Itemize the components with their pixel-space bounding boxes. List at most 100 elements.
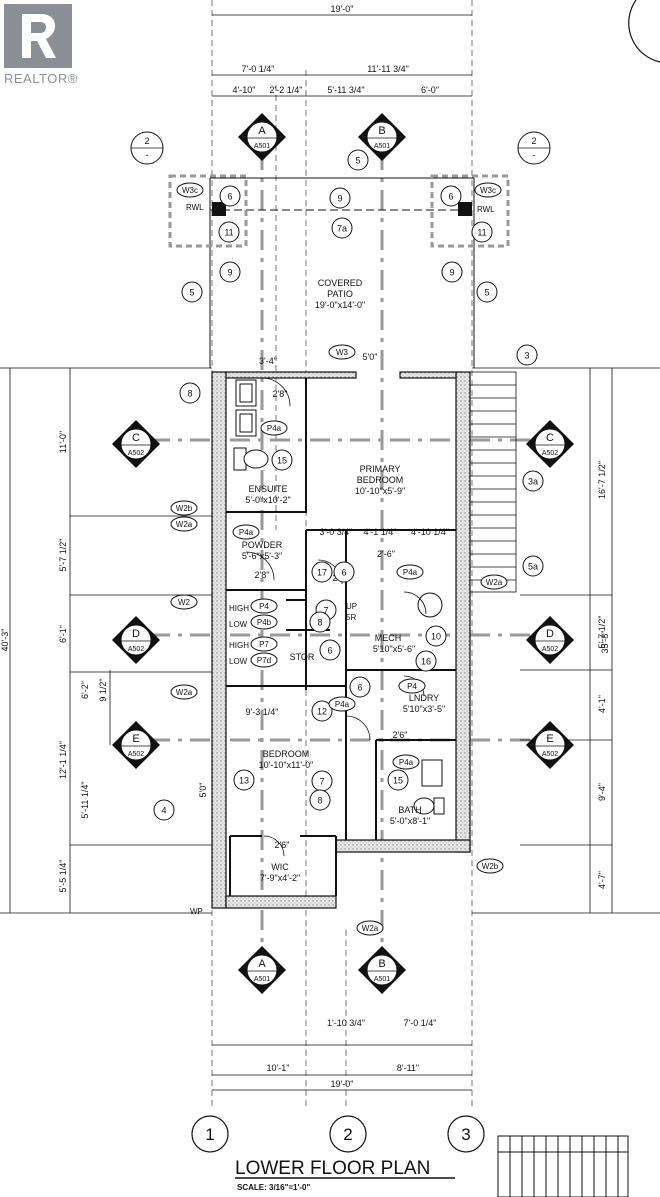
callout-circle <box>440 185 462 207</box>
tag-p4: P4 <box>398 678 426 694</box>
dim-int-3: 4'-10 1/4" <box>411 527 449 537</box>
dim-bottom-overall: 19'-0" <box>331 1079 354 1089</box>
section-marker-circle <box>246 121 278 153</box>
callout-number: 6 <box>327 646 332 656</box>
label-up: UP <box>346 602 357 611</box>
dim-right-1: 16'-7 1/2" <box>597 461 607 499</box>
tag-oval <box>476 858 504 874</box>
callout-circle <box>271 449 293 471</box>
label-high-1: HIGH <box>229 604 249 613</box>
section-marker-letter: E <box>546 733 553 745</box>
dim-int-5: 9'-3 1/4" <box>246 707 279 717</box>
callout-number: 7 <box>323 606 328 616</box>
tag-w3c: W3c <box>474 182 502 198</box>
callout-number: 8 <box>187 389 192 399</box>
dim-left-overall: 40'-3" <box>0 629 10 652</box>
callout-9: 9 <box>441 261 463 283</box>
dim-int-4: 2'-6" <box>377 549 395 559</box>
callout-6: 6 <box>333 561 355 583</box>
label-low-1: LOW <box>229 620 248 629</box>
tag-label: W2a <box>486 578 503 587</box>
callout-3a: 3a <box>522 470 544 492</box>
dim-right-overall: 35'-8" <box>600 631 610 654</box>
callout-5: 5 <box>476 281 498 303</box>
section-marker-letter: E <box>132 733 139 745</box>
dim-window-1: 5'0" <box>363 352 378 362</box>
callout-12: 12 <box>311 700 333 722</box>
bath-name: BATH <box>398 805 421 815</box>
tag-oval <box>480 574 508 590</box>
dim-bottom-left: 10'-1" <box>267 1063 290 1073</box>
callout-circle <box>522 470 544 492</box>
dim-int-2: 4'-1 1/4" <box>364 527 397 537</box>
callout-number: 17 <box>317 568 327 578</box>
dim-bottom-right: 8'-11" <box>397 1063 419 1073</box>
callout-circle <box>219 261 241 283</box>
callout-circle <box>233 769 255 791</box>
callout-circle <box>516 344 538 366</box>
callout-number: 6 <box>341 568 346 578</box>
dim-left-2: 5'-7 1/2" <box>58 539 68 572</box>
dim-right-3: 4'-1" <box>597 695 607 713</box>
callout-circle <box>415 650 437 672</box>
callout-3: 3 <box>516 344 538 366</box>
ensuite-name: ENSUITE <box>248 484 287 494</box>
tag-oval <box>260 420 288 436</box>
realtor-logo-mark <box>4 4 72 68</box>
ensuite-size: 5'-0"x10'-2" <box>245 495 290 505</box>
wic-size: 7'-9"x4'-2" <box>260 873 300 883</box>
plan-scale: SCALE: 3/16"=1'-0" <box>237 1183 311 1192</box>
dim-left-4: 6'-2" <box>80 681 90 699</box>
callout-number: 5a <box>528 562 538 572</box>
section-marker-sheet: A501 <box>374 976 390 983</box>
primary-bedroom-size: 10'-10"x5'-9" <box>355 486 405 496</box>
section-marker-sheet: A502 <box>128 450 144 457</box>
callout-circle <box>387 769 409 791</box>
section-marker-sheet: A502 <box>542 646 558 653</box>
callout-13: 13 <box>233 769 255 791</box>
tag-oval <box>250 652 278 668</box>
tag-label: P7d <box>257 656 271 665</box>
tag-w2a: W2a <box>480 574 508 590</box>
tag-label: W2b <box>176 504 193 513</box>
tag-label: P4 <box>407 682 417 691</box>
section-marker-letter: D <box>132 628 140 640</box>
dim-top-overall: 19'-0" <box>331 4 354 14</box>
dim-left-5: 12'-1 1/4" <box>58 741 68 779</box>
tag-w2b: W2b <box>476 858 504 874</box>
tag-oval <box>232 524 260 540</box>
section-marker-letter: B <box>378 958 385 970</box>
dim-right-2: 5'-7 1/2" <box>597 616 607 649</box>
room-labels: COVERED PATIO 19'-0"x14'-0" PRIMARY BEDR… <box>242 278 445 883</box>
tag-w2a: W2a <box>170 516 198 532</box>
tag-p7d: P7d <box>250 652 278 668</box>
tag-oval <box>170 684 198 700</box>
dim-door-4: 2'6" <box>393 730 408 740</box>
tag-oval <box>170 500 198 516</box>
post-right <box>458 202 472 216</box>
callout-11: 11 <box>218 221 240 243</box>
detail-bubbles: 2 - 2 - <box>130 131 551 165</box>
dim-stair-1: 3'-4" <box>259 356 277 366</box>
tag-label: W3 <box>336 348 349 357</box>
callout-circle <box>425 625 447 647</box>
callout-15: 15 <box>387 769 409 791</box>
section-marker-circle <box>246 954 278 986</box>
section-marker-circle <box>366 954 398 986</box>
callout-number: 16 <box>421 657 431 667</box>
lndry-name: LNDRY <box>409 693 439 703</box>
tag-oval <box>170 594 198 610</box>
section-marker-sheet: A501 <box>254 143 270 150</box>
grid-bubble-3-label: 3 <box>461 1125 470 1144</box>
section-marker-sheet: A502 <box>128 646 144 653</box>
tag-oval <box>474 182 502 198</box>
tag-p4a: P4a <box>396 564 424 580</box>
callout-circle <box>333 561 355 583</box>
section-marker: D A502 <box>112 616 160 664</box>
bathroom-fixtures <box>233 379 445 815</box>
side-dimension-labels: 40'-3" 11'-0" 5'-7 1/2" 6'-1" 6'-2" 9 1/… <box>0 431 610 893</box>
